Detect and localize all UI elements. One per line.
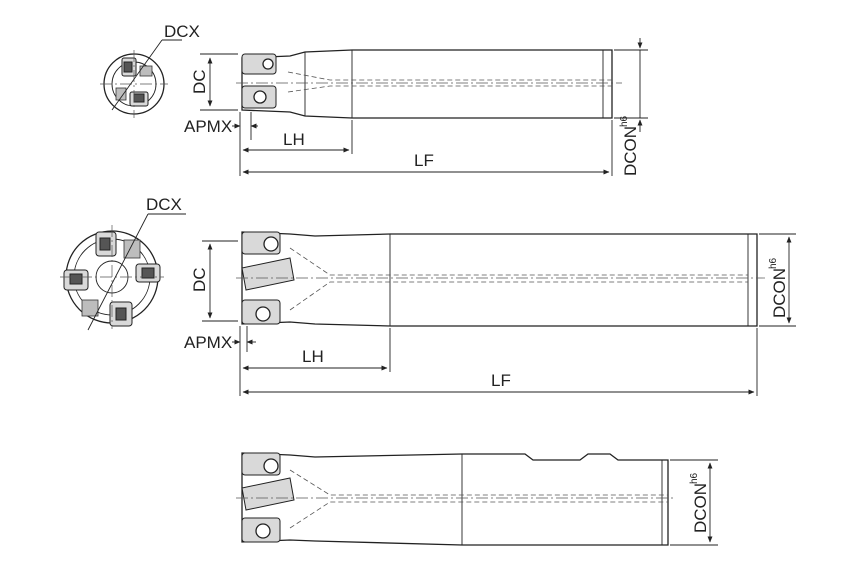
- side-view-small: [236, 49, 622, 119]
- svg-text:h6: h6: [768, 257, 779, 269]
- dcon-label-variant: DCON h6: [689, 472, 710, 533]
- apmx-label-small: APMX: [184, 117, 232, 136]
- dcx-label-small: DCX: [164, 22, 200, 41]
- svg-text:h6: h6: [689, 472, 700, 484]
- svg-text:h6: h6: [619, 115, 630, 127]
- svg-text:DCON: DCON: [621, 126, 640, 176]
- side-view-large: [236, 231, 765, 327]
- lf-label-small: LF: [414, 151, 434, 170]
- end-view-large: [60, 213, 186, 331]
- lh-label-small: LH: [283, 130, 305, 149]
- dcon-label-small: DCON h6: [619, 115, 640, 176]
- dc-label-large: DC: [190, 267, 209, 292]
- apmx-label-large: APMX: [184, 333, 232, 352]
- lf-label-large: LF: [491, 371, 511, 390]
- svg-text:DCON: DCON: [691, 483, 710, 533]
- dcx-label-large: DCX: [146, 195, 182, 214]
- dcon-label-large: DCON h6: [768, 257, 789, 318]
- svg-text:DCON: DCON: [770, 268, 789, 318]
- lh-label-large: LH: [302, 347, 324, 366]
- end-view-small: [100, 39, 182, 118]
- view-small-tool: DCX DC APMX LH: [100, 22, 648, 176]
- view-large-tool: DCX DC APMX LH: [60, 195, 796, 396]
- view-variant-tool: DCON h6: [236, 452, 718, 546]
- dc-label-small: DC: [190, 69, 209, 94]
- side-view-variant: [236, 452, 676, 546]
